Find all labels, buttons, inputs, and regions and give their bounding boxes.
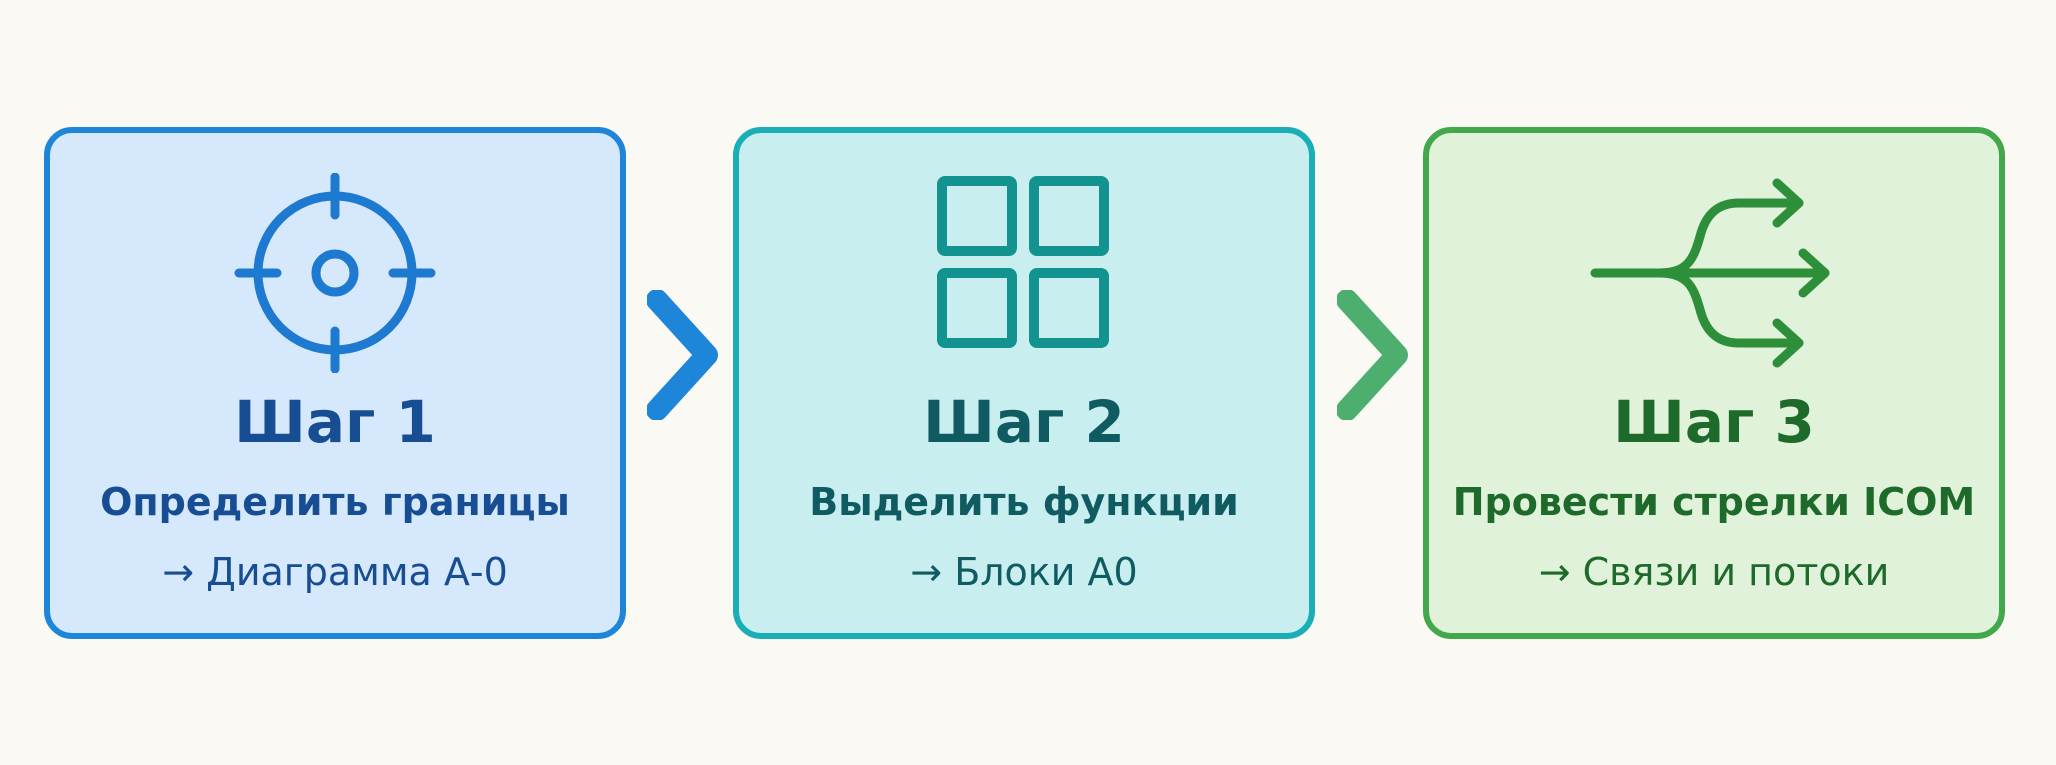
- step-2-description: Выделить функции: [809, 480, 1239, 524]
- step-2-output: → Блоки А0: [910, 550, 1138, 594]
- step-1-output: → Диаграмма А-0: [162, 550, 508, 594]
- branching-arrows-icon: [1590, 178, 1830, 368]
- step-1-description: Определить границы: [100, 480, 570, 524]
- step-1-card: Шаг 1 Определить границы → Диаграмма А-0: [44, 127, 626, 639]
- step-3-card: Шаг 3 Провести стрелки ICOM → Связи и по…: [1423, 127, 2005, 639]
- step-1-title: Шаг 1: [234, 388, 436, 456]
- grid-blocks-icon: [937, 176, 1109, 348]
- chevron-right-icon: [647, 290, 718, 420]
- step-2-title: Шаг 2: [923, 388, 1125, 456]
- step-3-title: Шаг 3: [1613, 388, 1815, 456]
- step-2-card: Шаг 2 Выделить функции → Блоки А0: [733, 127, 1315, 639]
- chevron-right-icon: [1337, 290, 1408, 420]
- step-3-output: → Связи и потоки: [1538, 550, 1890, 594]
- target-icon: [234, 173, 436, 373]
- step-3-description: Провести стрелки ICOM: [1452, 480, 1976, 524]
